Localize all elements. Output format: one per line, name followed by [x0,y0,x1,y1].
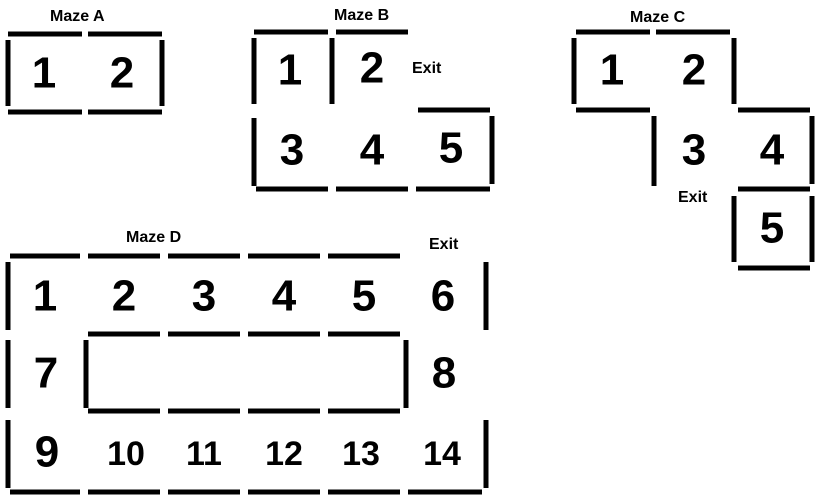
maze-b-cell-1: 1 [278,46,302,95]
maze-c-cell-5: 5 [760,204,784,253]
maze-c: Maze C Exit 1 2 3 4 5 [571,9,815,271]
maze-c-cell-3: 3 [682,126,706,175]
maze-a: Maze A 1 2 [5,8,165,115]
maze-b: Maze B Exit 1 2 3 4 5 [251,7,495,192]
maze-b-title: Maze B [334,7,389,24]
maze-d-title: Maze D [126,229,181,246]
maze-c-walls [571,29,815,271]
maze-d-cell-8: 8 [432,349,456,398]
maze-d-cell-6: 6 [431,272,455,321]
maze-c-cell-2: 2 [682,46,706,95]
maze-b-cell-2: 2 [360,44,384,93]
maze-d-exit-label: Exit [429,236,459,253]
maze-b-cell-3: 3 [280,126,304,175]
maze-d-cell-1: 1 [33,272,57,321]
maze-c-cell-1: 1 [600,46,624,95]
maze-d-cell-9: 9 [35,428,59,477]
maze-a-cell-2: 2 [110,49,134,98]
maze-c-cell-4: 4 [760,126,785,175]
maze-d-cell-5: 5 [352,272,376,321]
maze-d-cell-11: 11 [186,435,222,473]
maze-d-cell-12: 12 [265,435,303,473]
maze-a-cell-1: 1 [32,49,56,98]
maze-d: Maze D Exit [5,229,489,495]
maze-b-exit-label: Exit [412,60,442,77]
maze-d-cell-10: 10 [107,435,145,473]
maze-d-cell-14: 14 [423,435,461,473]
maze-d-cell-13: 13 [342,435,380,473]
maze-b-cell-4: 4 [360,126,385,175]
maze-d-cell-7: 7 [34,349,58,398]
maze-b-walls [251,29,495,192]
maze-d-cell-3: 3 [192,272,216,321]
maze-c-exit-label: Exit [678,189,708,206]
maze-a-title: Maze A [50,8,105,25]
maze-d-walls [5,253,489,495]
maze-c-title: Maze C [630,9,686,26]
maze-b-cell-5: 5 [439,124,463,173]
maze-d-cell-2: 2 [112,272,136,321]
maze-d-cell-4: 4 [272,272,297,321]
maze-a-walls [5,31,165,115]
